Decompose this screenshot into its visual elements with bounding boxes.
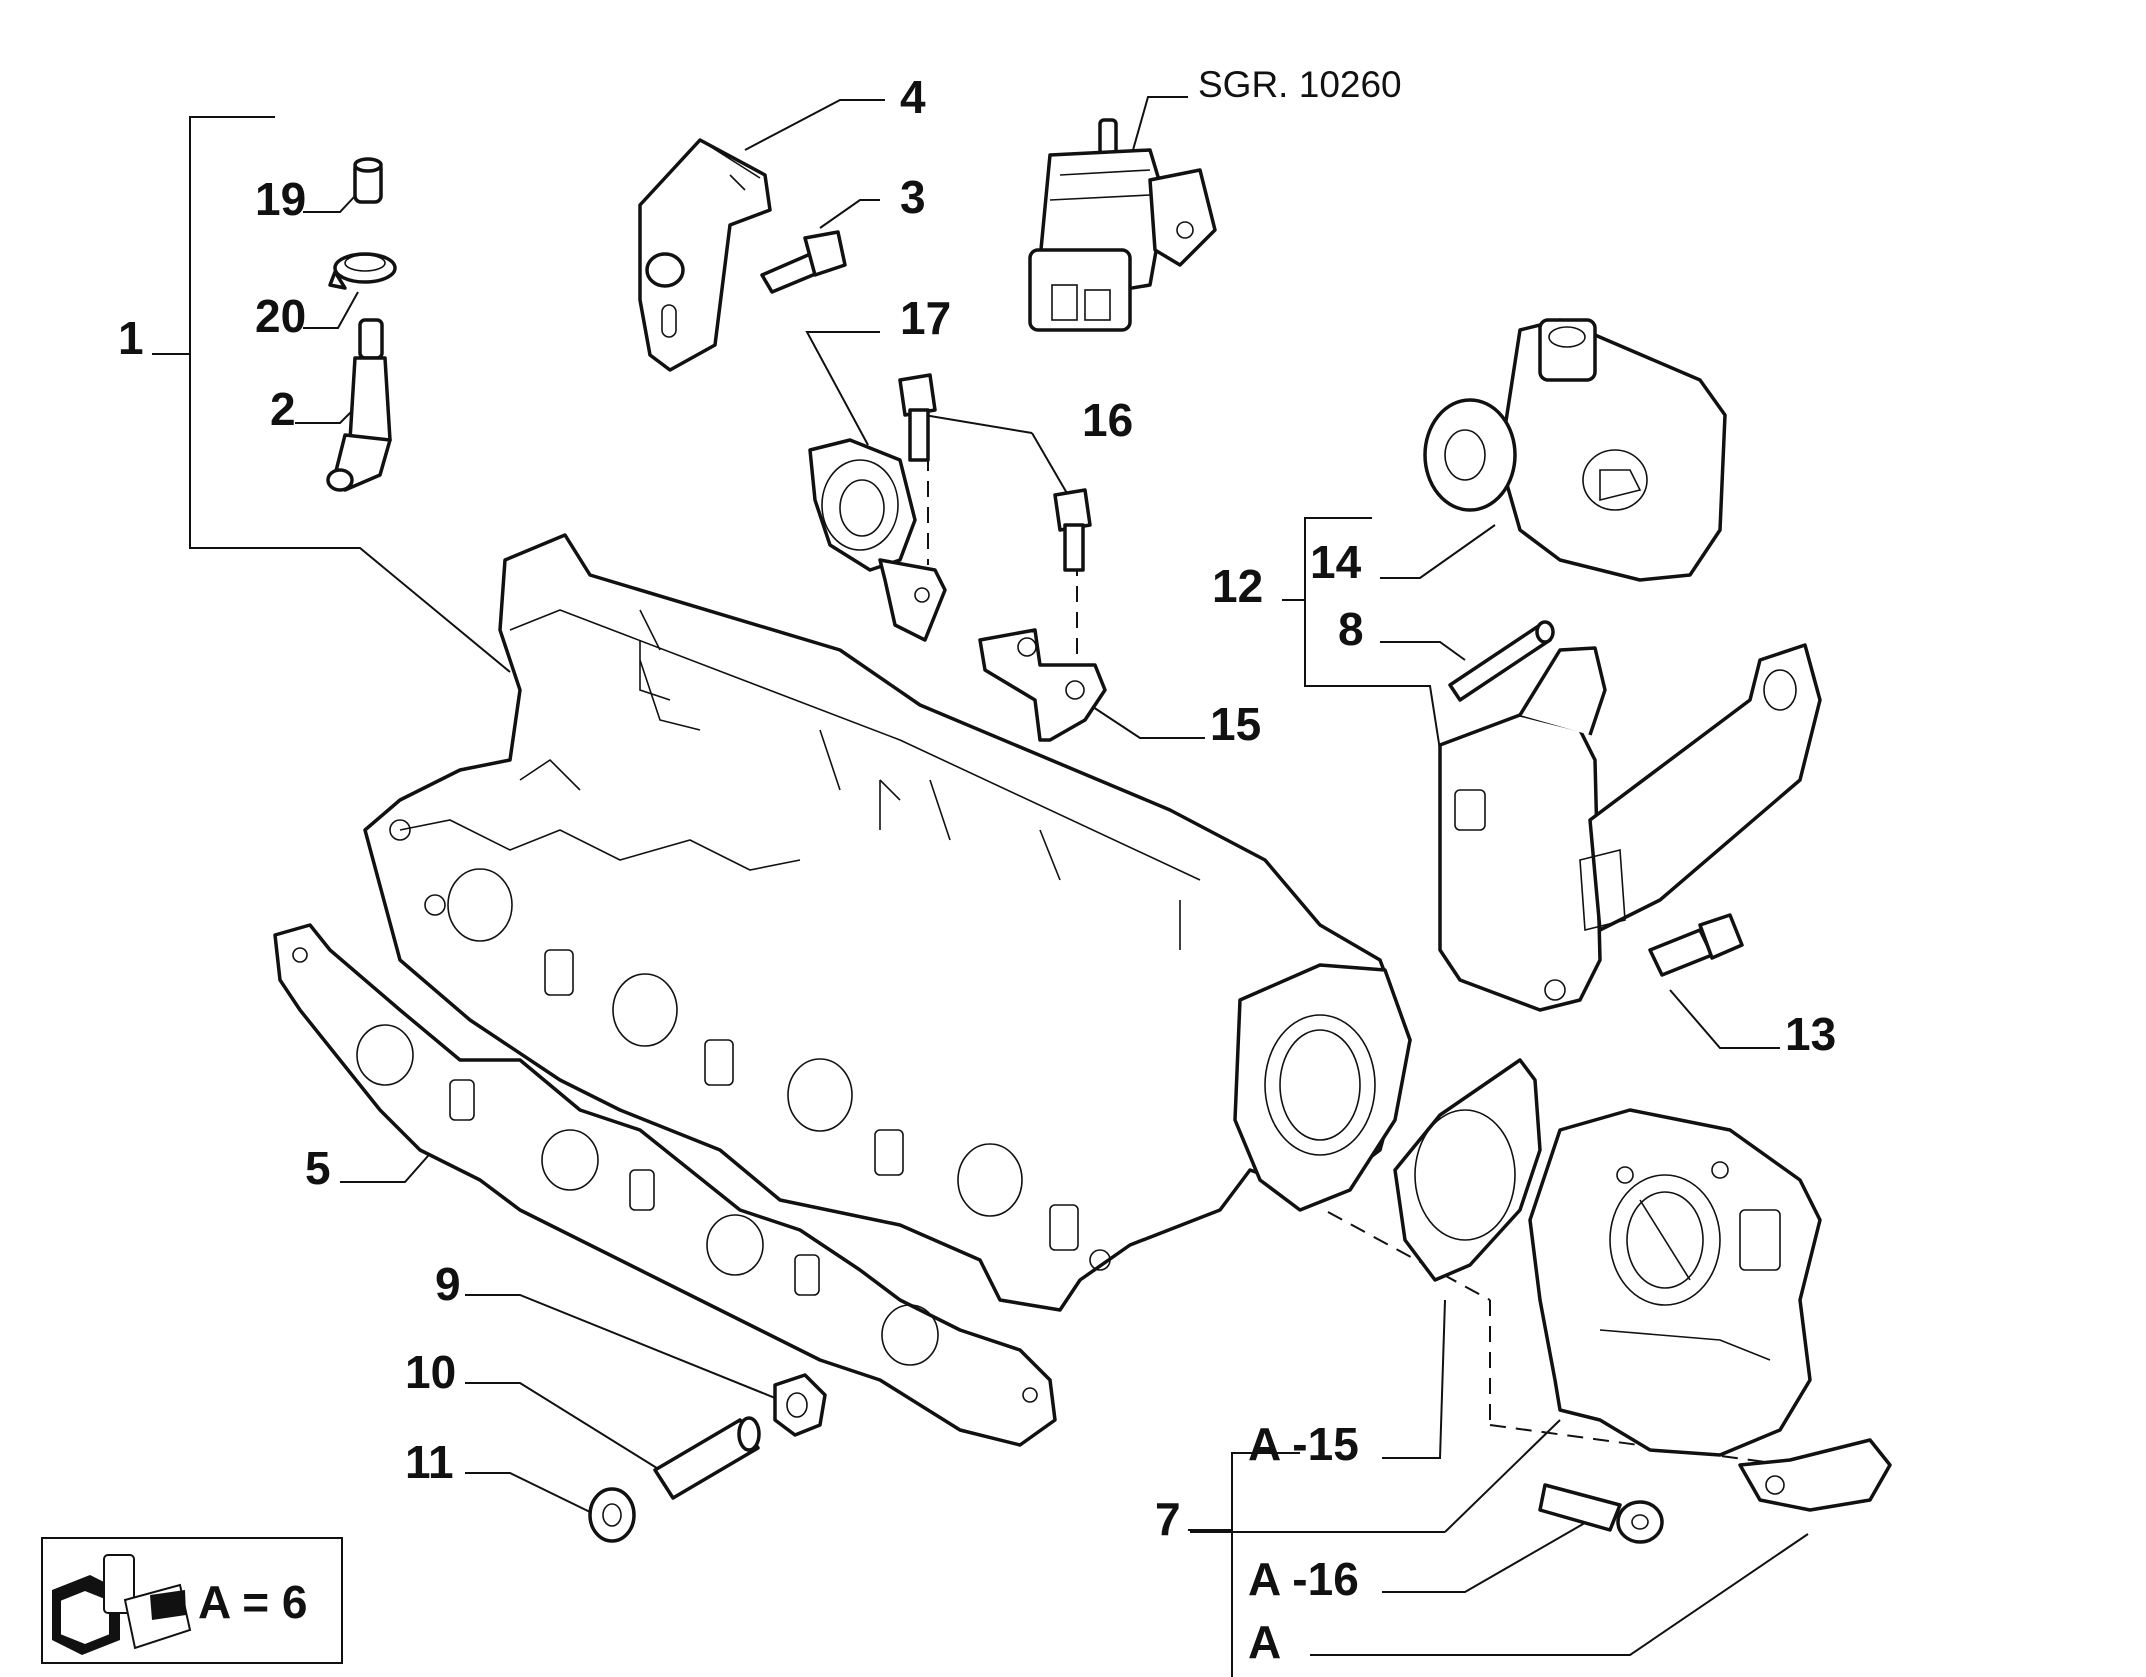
kit-label-a16: A -16 xyxy=(1248,1553,1359,1605)
kit-label-a: A xyxy=(1248,1616,1281,1668)
part-9-nut xyxy=(773,1373,827,1437)
callout-7: 7 xyxy=(1155,1493,1181,1545)
callout-11: 11 xyxy=(405,1436,454,1488)
part-7-throttle-body xyxy=(1528,1108,1822,1457)
callout-labels: 1 19 20 2 4 3 SGR. 10260 17 16 15 12 14 … xyxy=(118,64,1836,1668)
part-sgr-solenoid-valve xyxy=(1028,118,1217,332)
part-10-stud xyxy=(653,1416,761,1500)
callout-20: 20 xyxy=(255,290,306,342)
callout-19: 19 xyxy=(255,173,306,225)
callout-14: 14 xyxy=(1310,536,1362,588)
kit-parts-icon xyxy=(52,1554,192,1655)
callout-8: 8 xyxy=(1338,603,1364,655)
part-15-bracket xyxy=(978,628,1107,742)
part-20-clamp xyxy=(328,252,397,290)
callout-17: 17 xyxy=(900,292,951,344)
part-a-bracket xyxy=(1738,1438,1892,1512)
part-8-pin xyxy=(1448,620,1555,702)
kit-legend: A = 6 xyxy=(41,1537,343,1664)
part-2-sensor xyxy=(326,318,392,492)
part-17-support xyxy=(808,438,947,642)
part-7-throttle-gasket xyxy=(1393,1058,1542,1282)
part-14-egr-valve-body xyxy=(1423,318,1727,582)
part-11-washer xyxy=(588,1487,636,1543)
callout-15: 15 xyxy=(1210,698,1261,750)
callout-16: 16 xyxy=(1082,394,1133,446)
callout-4: 4 xyxy=(900,71,926,123)
callout-5: 5 xyxy=(305,1142,331,1194)
part-13-bolt xyxy=(1648,913,1744,977)
part-16-bolts xyxy=(898,373,1092,572)
part-5-manifold-gasket xyxy=(273,923,1057,1447)
kit-label-a15: A -15 xyxy=(1248,1418,1359,1470)
part-19-plug xyxy=(353,157,383,204)
part-1-intake-manifold xyxy=(363,533,1412,1312)
callout-9: 9 xyxy=(435,1258,461,1310)
callout-12: 12 xyxy=(1212,560,1263,612)
part-3-bolt xyxy=(760,230,847,294)
part-12-egr-cooler-assembly xyxy=(1438,643,1822,1012)
part-a16-bolt xyxy=(1538,1483,1664,1544)
callout-3: 3 xyxy=(900,171,926,223)
kit-legend-text: A = 6 xyxy=(198,1576,308,1628)
callout-2: 2 xyxy=(270,383,296,435)
callout-13: 13 xyxy=(1785,1008,1836,1060)
part-4-bracket xyxy=(638,138,772,372)
callout-10: 10 xyxy=(405,1346,456,1398)
reference-sgr: SGR. 10260 xyxy=(1198,64,1402,105)
callout-1: 1 xyxy=(118,312,144,364)
